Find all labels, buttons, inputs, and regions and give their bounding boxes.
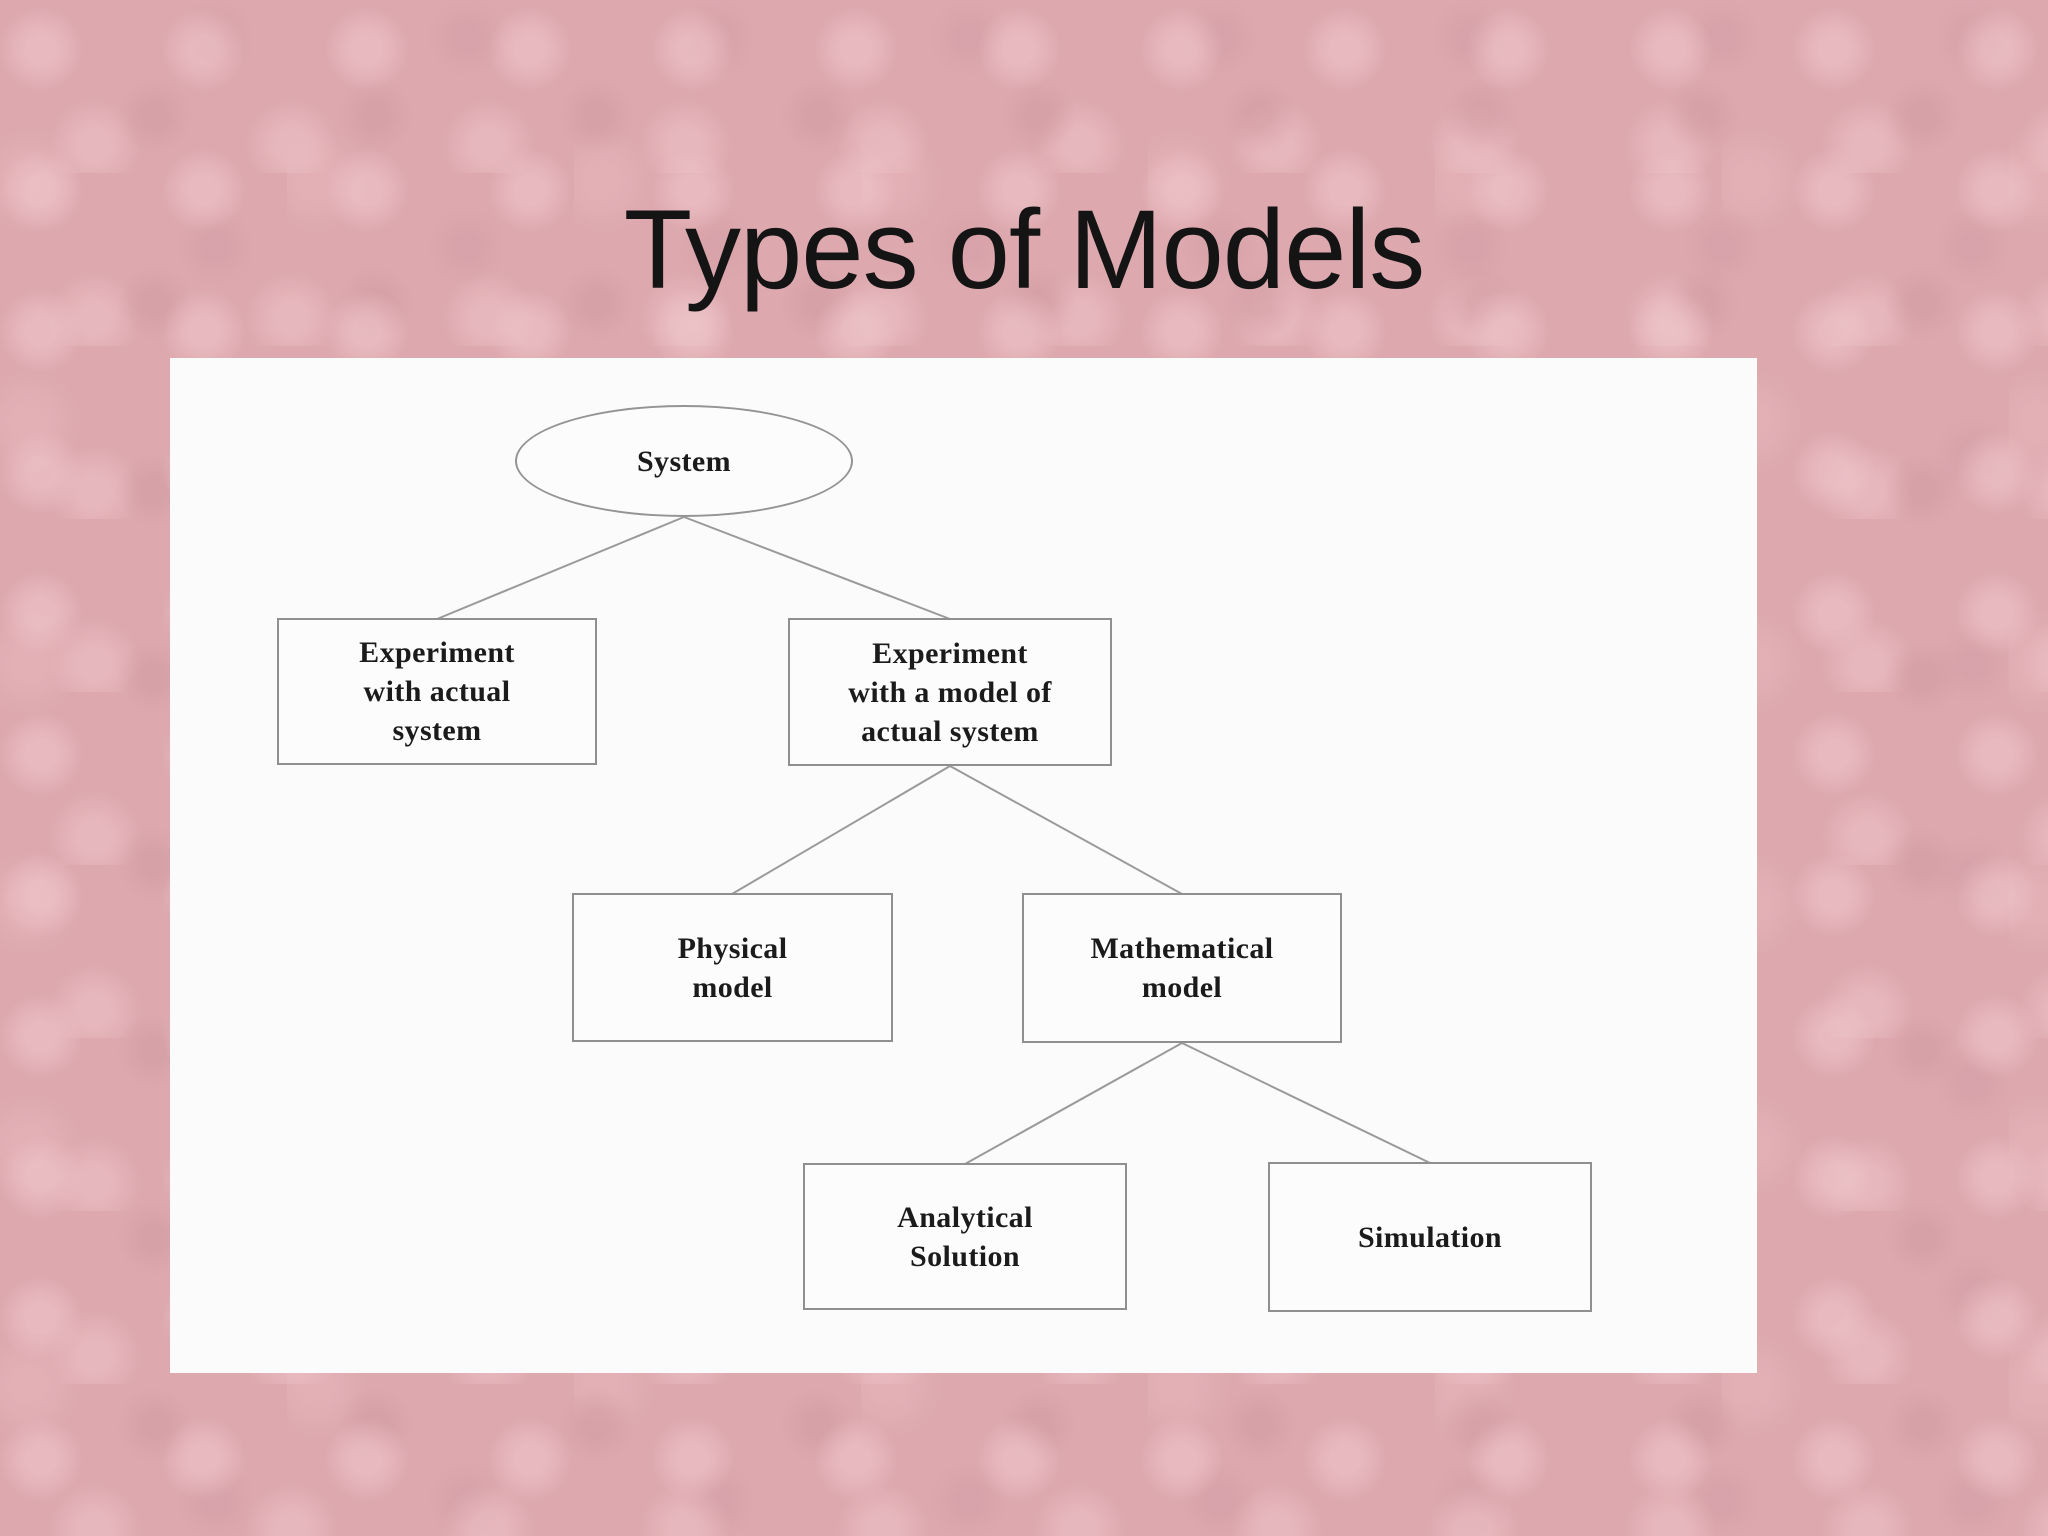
node-experiment-with-model-of-actual-system-label: Experiment with a model of actual system <box>848 636 1052 748</box>
node-physical-model-label: Physical model <box>677 931 788 1004</box>
node-experiment-with-actual-system: Experiment with actual system <box>277 618 597 765</box>
connector-mathematical-to-simulation <box>1181 1042 1431 1164</box>
node-analytical-solution-label: Analytical Solution <box>897 1200 1033 1273</box>
connector-mathematical-to-analytical <box>964 1042 1183 1165</box>
connector-system-to-experiment-actual <box>436 516 685 620</box>
connector-lines <box>436 516 1431 1165</box>
node-analytical-solution: Analytical Solution <box>803 1163 1127 1310</box>
node-simulation-label: Simulation <box>1357 1220 1503 1254</box>
node-experiment-with-actual-system-label: Experiment with actual system <box>359 636 515 747</box>
node-mathematical-model-label: Mathematical model <box>1090 932 1274 1004</box>
node-system: System <box>515 405 853 517</box>
node-physical-model: Physical model <box>572 893 893 1042</box>
node-experiment-with-model-of-actual-system: Experiment with a model of actual system <box>788 618 1112 766</box>
connector-experiment-model-to-physical <box>731 765 951 895</box>
node-mathematical-model: Mathematical model <box>1022 893 1342 1043</box>
connector-experiment-model-to-mathematical <box>949 765 1183 895</box>
connector-system-to-experiment-model <box>683 516 951 620</box>
node-simulation: Simulation <box>1268 1162 1592 1312</box>
slide-title: Types of Models <box>623 187 1426 313</box>
node-system-label: System <box>636 444 732 478</box>
diagram-panel: System Experiment with actual system Exp… <box>170 358 1757 1373</box>
